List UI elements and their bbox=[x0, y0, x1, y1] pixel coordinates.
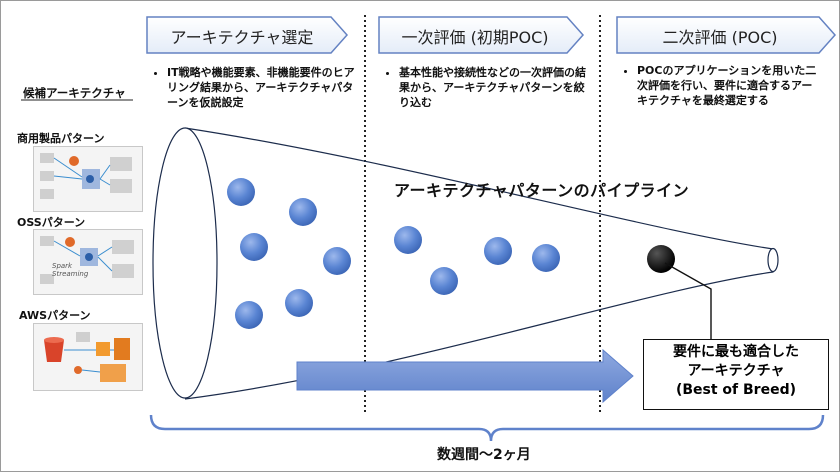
candidate-ball bbox=[285, 289, 313, 317]
phase-label-first-evaluation: 一次評価 (初期POC) bbox=[401, 28, 549, 47]
result-box: 要件に最も適合した アーキテクチャ (Best of Breed) bbox=[643, 339, 829, 410]
candidate-ball bbox=[532, 244, 560, 272]
pipeline-title: アーキテクチャパターンのパイプライン bbox=[394, 181, 690, 200]
pattern-label-oss: OSSパターン bbox=[17, 216, 86, 229]
phase-arrow-3 bbox=[616, 16, 837, 54]
bullet-text: POCのアプリケーションを用いた二次評価を行い、要件に適合するアーキテクチャを最… bbox=[637, 63, 823, 108]
spark-streaming-text: Spark Streaming bbox=[52, 262, 89, 278]
phase-description-1: IT戦略や機能要素、非機能要件のヒアリング結果から、アーキテクチャパターンを仮説… bbox=[153, 65, 359, 110]
phase-label-second-evaluation: 二次評価 (POC) bbox=[662, 28, 778, 47]
sidebar-title: 候補アーキテクチャ bbox=[23, 86, 126, 100]
duration-label: 数週間〜2ヶ月 bbox=[437, 447, 531, 463]
candidate-ball bbox=[430, 267, 458, 295]
result-line-1: 要件に最も適合した bbox=[673, 344, 799, 360]
chosen-connector bbox=[664, 262, 712, 339]
phase-description-3: POCのアプリケーションを用いた二次評価を行い、要件に適合するアーキテクチャを最… bbox=[623, 63, 823, 108]
pattern-thumbnail-oss: Spark Streaming bbox=[33, 229, 143, 295]
phase-arrow-1 bbox=[146, 16, 349, 54]
pattern-thumbnail-commercial bbox=[33, 146, 143, 212]
candidate-ball bbox=[240, 233, 268, 261]
bullet-text: 基本性能や接続性などの一次評価の結果から、アーキテクチャパターンを絞り込む bbox=[399, 65, 593, 110]
phase-label-architecture-selection: アーキテクチャ選定 bbox=[170, 28, 314, 47]
progress-arrow bbox=[296, 348, 634, 404]
pattern-label-aws: AWSパターン bbox=[19, 309, 91, 322]
chosen-ball bbox=[647, 245, 675, 273]
candidate-ball bbox=[323, 247, 351, 275]
candidate-ball bbox=[289, 198, 317, 226]
funnel-tip bbox=[767, 247, 779, 273]
phase-description-2: 基本性能や接続性などの一次評価の結果から、アーキテクチャパターンを絞り込む bbox=[385, 65, 593, 110]
funnel-mouth bbox=[152, 127, 218, 399]
candidate-ball bbox=[484, 237, 512, 265]
result-line-3: (Best of Breed) bbox=[675, 382, 797, 398]
pattern-thumbnail-aws bbox=[33, 323, 143, 391]
pattern-label-commercial: 商用製品パターン bbox=[17, 132, 105, 145]
result-line-2: アーキテクチャ bbox=[687, 363, 785, 379]
phase-arrow-2 bbox=[378, 16, 585, 54]
duration-brace bbox=[149, 414, 825, 442]
candidate-ball bbox=[394, 226, 422, 254]
candidate-ball bbox=[235, 301, 263, 329]
bullet-text: IT戦略や機能要素、非機能要件のヒアリング結果から、アーキテクチャパターンを仮説… bbox=[167, 65, 359, 110]
candidate-ball bbox=[227, 178, 255, 206]
